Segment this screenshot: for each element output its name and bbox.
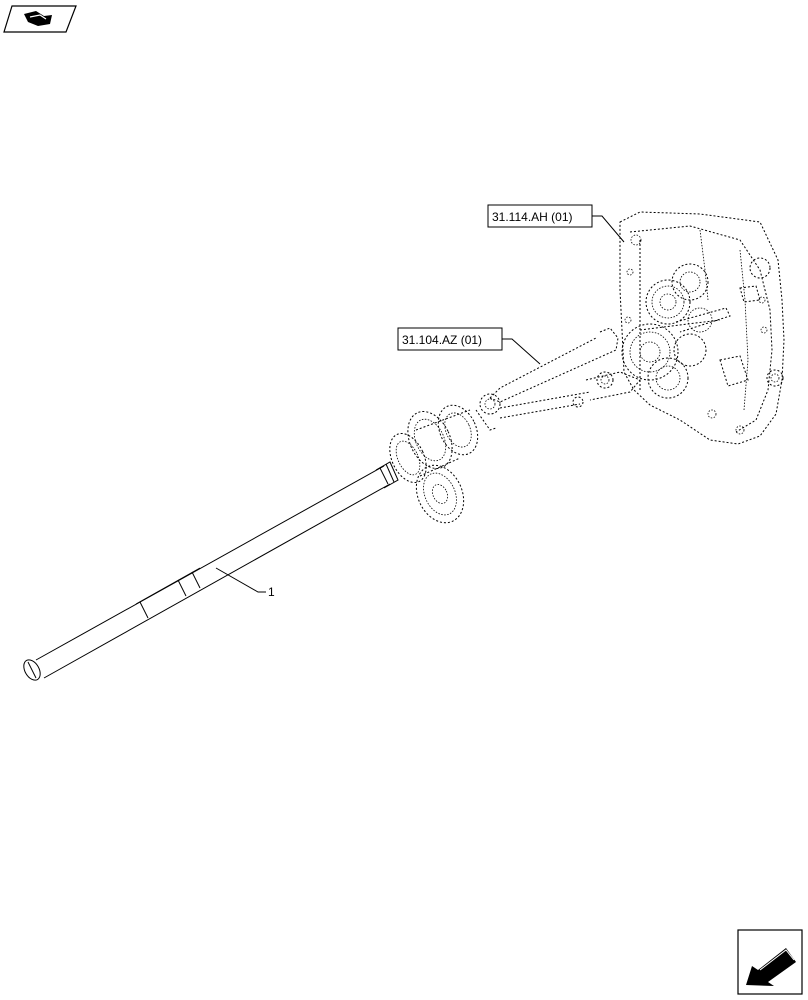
ref-31-114-ah-label: 31.114.AH (01) <box>492 210 573 224</box>
housing-gear-set <box>621 263 731 399</box>
ref-31-104-az-label: 31.104.AZ (01) <box>402 333 482 347</box>
back-arrow-navigation-icon[interactable] <box>737 929 803 995</box>
main-shaft[interactable] <box>20 461 399 683</box>
item-1-leader <box>215 567 266 593</box>
item-1-label: 1 <box>268 585 275 599</box>
ref-31-114-ah-callout[interactable] <box>487 204 625 243</box>
gearbox-housing <box>619 211 785 445</box>
drive-tube-assembly <box>475 327 641 431</box>
ref-31-104-az-callout[interactable] <box>397 327 541 365</box>
gear-cluster <box>389 404 479 524</box>
book-manual-icon[interactable] <box>3 5 77 33</box>
